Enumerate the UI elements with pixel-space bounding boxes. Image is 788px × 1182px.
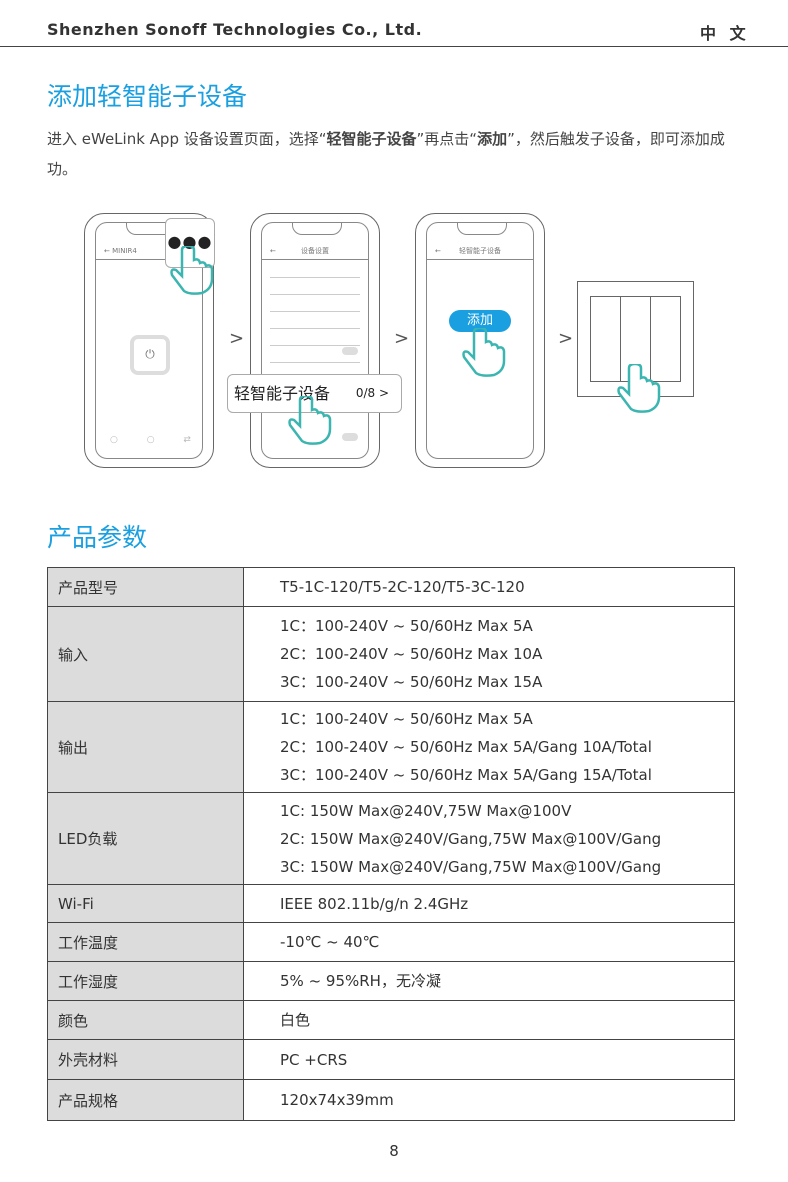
intro-emphasis: 添加	[477, 130, 508, 148]
spec-value-line: 白色	[280, 1011, 311, 1029]
spec-value: 5% ~ 95%RH，无冷凝	[243, 961, 735, 1001]
spec-key: 颜色	[47, 1000, 244, 1040]
back-arrow-icon: ←	[104, 247, 110, 255]
spec-key: LED负载	[47, 792, 244, 885]
spec-key: 外壳材料	[47, 1039, 244, 1080]
table-row: 工作湿度 5% ~ 95%RH，无冷凝	[47, 961, 735, 1001]
spec-value-line: 5% ~ 95%RH，无冷凝	[280, 972, 441, 990]
popup-label: 轻智能子设备	[234, 384, 331, 403]
page-number: 8	[389, 1142, 399, 1160]
bottom-icons: ○ ○ ⇄	[110, 435, 191, 445]
power-icon: ⏻	[130, 335, 170, 375]
table-row: LED负载 1C: 150W Max@240V,75W Max@100V 2C: 1…	[47, 792, 735, 885]
spec-key: 输出	[47, 701, 244, 793]
phone-subdevice-page: ← 轻智能子设备	[415, 213, 545, 468]
spec-key: 工作湿度	[47, 961, 244, 1001]
spec-value-line: 2C: 150W Max@240V/Gang,75W Max@100V/Gang	[280, 829, 662, 848]
popup-count: 0/8 >	[355, 386, 389, 400]
spec-key: 产品型号	[47, 567, 244, 607]
header-divider	[0, 46, 788, 47]
spec-key: 工作温度	[47, 922, 244, 962]
spec-key: 产品规格	[47, 1079, 244, 1121]
hand-pointer-icon	[462, 328, 506, 377]
hand-pointer-icon	[617, 364, 661, 413]
table-row: 颜色 白色	[47, 1000, 735, 1040]
spec-value: PC +CRS	[243, 1039, 735, 1080]
spec-value-line: 1C：100-240V ~ 50/60Hz Max 5A	[280, 617, 533, 635]
spec-value: 120x74x39mm	[243, 1079, 735, 1121]
spec-value-line: IEEE 802.11b/g/n 2.4GHz	[280, 894, 469, 913]
toggle-switch	[342, 347, 358, 355]
step-arrow: >	[558, 328, 574, 349]
intro-paragraph: 进入 eWeLink App 设备设置页面，选择“轻智能子设备”再点击“添加”，…	[47, 124, 737, 184]
more-dots-icon: ●●●	[165, 218, 215, 268]
screen-title: 轻智能子设备	[459, 247, 501, 255]
spec-value-line: -10℃ ~ 40℃	[280, 933, 380, 951]
back-arrow-icon: ←	[435, 247, 441, 255]
section-title-specs: 产品参数	[47, 523, 148, 552]
spec-value-line: 2C：100-240V ~ 50/60Hz Max 10A	[280, 645, 543, 663]
spec-value: 1C: 150W Max@240V,75W Max@100V 2C: 150W M…	[243, 792, 735, 885]
company-name: Shenzhen Sonoff Technologies Co., Ltd.	[47, 20, 423, 39]
spec-value: -10℃ ~ 40℃	[243, 922, 735, 962]
step-arrow: >	[394, 328, 410, 349]
spec-value: 1C：100-240V ~ 50/60Hz Max 5A 2C：100-240V …	[243, 606, 735, 702]
hand-pointer-icon	[170, 246, 214, 295]
table-row: 产品规格 120x74x39mm	[47, 1079, 735, 1121]
spec-value-line: PC +CRS	[280, 1050, 348, 1069]
spec-value-line: 3C：100-240V ~ 50/60Hz Max 15A	[280, 673, 543, 691]
subdevice-menu-item: 轻智能子设备 0/8 >	[227, 374, 402, 413]
spec-value-line: 1C：100-240V ~ 50/60Hz Max 5A	[280, 710, 533, 728]
spec-value-line: 2C：100-240V ~ 50/60Hz Max 5A/Gang 10A/To…	[280, 738, 652, 756]
add-button: 添加	[449, 310, 511, 332]
toggle-switch	[342, 433, 358, 441]
spec-value-line: 3C：100-240V ~ 50/60Hz Max 5A/Gang 15A/To…	[280, 766, 652, 784]
spec-value: IEEE 802.11b/g/n 2.4GHz	[243, 884, 735, 923]
spec-value: 白色	[243, 1000, 735, 1040]
table-row: Wi-Fi IEEE 802.11b/g/n 2.4GHz	[47, 884, 735, 923]
intro-emphasis: 轻智能子设备	[326, 130, 417, 148]
device-name: MINIR4	[112, 247, 137, 255]
language-label: 中 文	[700, 24, 750, 43]
hand-pointer-icon	[288, 396, 332, 445]
table-row: 输入 1C：100-240V ~ 50/60Hz Max 5A 2C：100-240…	[47, 606, 735, 702]
spec-value: T5-1C-120/T5-2C-120/T5-3C-120	[243, 567, 735, 607]
step-arrow: >	[229, 328, 245, 349]
spec-value-line: T5-1C-120/T5-2C-120/T5-3C-120	[280, 578, 525, 596]
spec-value-line: 1C: 150W Max@240V,75W Max@100V	[280, 801, 572, 820]
table-row: 产品型号 T5-1C-120/T5-2C-120/T5-3C-120	[47, 567, 735, 607]
spec-value-line: 3C: 150W Max@240V/Gang,75W Max@100V/Gang	[280, 857, 662, 876]
intro-text: ”，然后触发子设备，即可添加成功。	[47, 130, 725, 178]
intro-text: ”再点击“	[416, 130, 478, 148]
spec-key: 输入	[47, 606, 244, 702]
spec-key: Wi-Fi	[47, 884, 244, 923]
back-arrow-icon: ←	[270, 247, 276, 255]
table-row: 输出 1C：100-240V ~ 50/60Hz Max 5A 2C：100-240…	[47, 701, 735, 793]
spec-value-line: 120x74x39mm	[280, 1091, 394, 1109]
screen-title: 设备设置	[301, 247, 329, 255]
table-row: 外壳材料 PC +CRS	[47, 1039, 735, 1080]
section-title-add-subdevice: 添加轻智能子设备	[47, 82, 248, 111]
intro-text: 进入 eWeLink App 设备设置页面，选择“	[47, 130, 327, 148]
phone-device-settings: ← 设备设置	[250, 213, 380, 468]
table-row: 工作温度 -10℃ ~ 40℃	[47, 922, 735, 962]
spec-value: 1C：100-240V ~ 50/60Hz Max 5A 2C：100-240V …	[243, 701, 735, 793]
